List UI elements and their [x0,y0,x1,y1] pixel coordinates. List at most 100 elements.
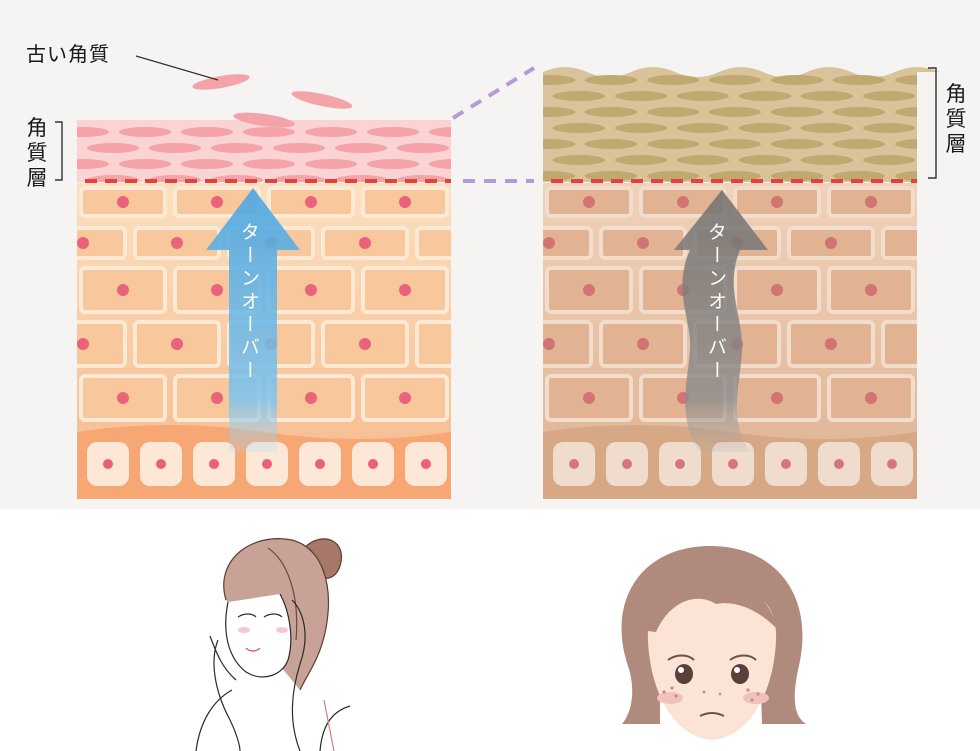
keratin-flake [801,155,853,165]
cell-nucleus [77,237,89,249]
keratin-flake [585,75,637,85]
worried-woman-illustration [622,546,806,740]
keratin-flake [833,139,885,149]
keratin-flake [739,91,791,101]
keratin-flake [771,107,823,117]
keratin-flake [615,123,667,133]
basal-nucleus [209,459,219,469]
cell-nucleus [171,338,183,350]
basal-nucleus [315,459,325,469]
healthy-stratum-corneum [57,120,481,185]
stratum-corneum-label-right: 角質層 [943,82,969,157]
cell-nucleus [359,237,371,249]
old-keratin-label: 古い角質 [26,38,110,67]
basal-nucleus [622,459,632,469]
keratin-flake [119,127,171,137]
cell-nucleus [77,338,89,350]
cell-nucleus [305,392,317,404]
stratum-corneum-label-left: 角質層 [24,116,50,191]
keratin-flake [553,123,605,133]
cell-nucleus [117,284,129,296]
keratin-flake [119,159,171,169]
keratin-flake [677,91,729,101]
cell-nucleus [543,338,555,350]
cell-nucleus [583,196,595,208]
keratin-flake [863,155,915,165]
keratin-flake [647,139,699,149]
basal-nucleus [834,459,844,469]
keratin-flake [647,107,699,117]
keratin-flake [739,155,791,165]
keratin-flake [305,159,357,169]
cell-nucleus [211,284,223,296]
cell-nucleus [865,196,877,208]
keratin-flake [709,75,761,85]
keratin-flake [801,91,853,101]
basal-nucleus [887,459,897,469]
stagnant-turnover-label: ターンオーバー [703,222,730,383]
basal-nucleus [156,459,166,469]
dull-stratum-corneum [523,67,947,182]
cell-nucleus [771,392,783,404]
keratin-flake [585,107,637,117]
keratin-flake [771,139,823,149]
cell-nucleus [305,284,317,296]
keratin-flake [801,123,853,133]
cell-nucleus [677,196,689,208]
keratin-flake [305,127,357,137]
cell-nucleus [825,237,837,249]
basal-nucleus [103,459,113,469]
basal-nucleus [569,459,579,469]
basal-nucleus [368,459,378,469]
cell-nucleus [865,392,877,404]
basal-nucleus [421,459,431,469]
cell-nucleus [543,237,555,249]
keratin-flake [367,127,419,137]
keratin-flake [709,107,761,117]
basal-nucleus [675,459,685,469]
keratin-flake [273,143,325,153]
cell-nucleus [771,196,783,208]
cell-nucleus [583,392,595,404]
cell-nucleus [583,284,595,296]
keratin-flake [677,123,729,133]
cell-nucleus [637,338,649,350]
basal-nucleus [728,459,738,469]
keratin-flake [181,159,233,169]
keratin-flake [367,159,419,169]
cell-nucleus [211,392,223,404]
cell-nucleus [117,392,129,404]
keratin-flake [647,75,699,85]
keratin-flake [833,75,885,85]
cell-nucleus [359,338,371,350]
keratin-flake [615,91,667,101]
keratin-flake [553,91,605,101]
keratin-flake [397,143,449,153]
healthy-turnover-label: ターンオーバー [236,222,263,383]
cell-nucleus [399,392,411,404]
basal-nucleus [781,459,791,469]
keratin-flake [833,107,885,117]
cell-nucleus [305,196,317,208]
keratin-flake [739,123,791,133]
keratin-flake [863,123,915,133]
keratin-flake [181,127,233,137]
keratin-flake [863,91,915,101]
cell-nucleus [117,196,129,208]
keratin-flake [211,143,263,153]
cell-nucleus [171,237,183,249]
keratin-flake [771,75,823,85]
keratin-flake [243,159,295,169]
keratin-flake [677,155,729,165]
keratin-flake [149,143,201,153]
cell-nucleus [211,196,223,208]
cell-nucleus [771,284,783,296]
cell-nucleus [637,237,649,249]
cell-nucleus [399,284,411,296]
basal-nucleus [262,459,272,469]
keratin-flake [615,155,667,165]
keratin-flake [335,143,387,153]
cell-nucleus [825,338,837,350]
